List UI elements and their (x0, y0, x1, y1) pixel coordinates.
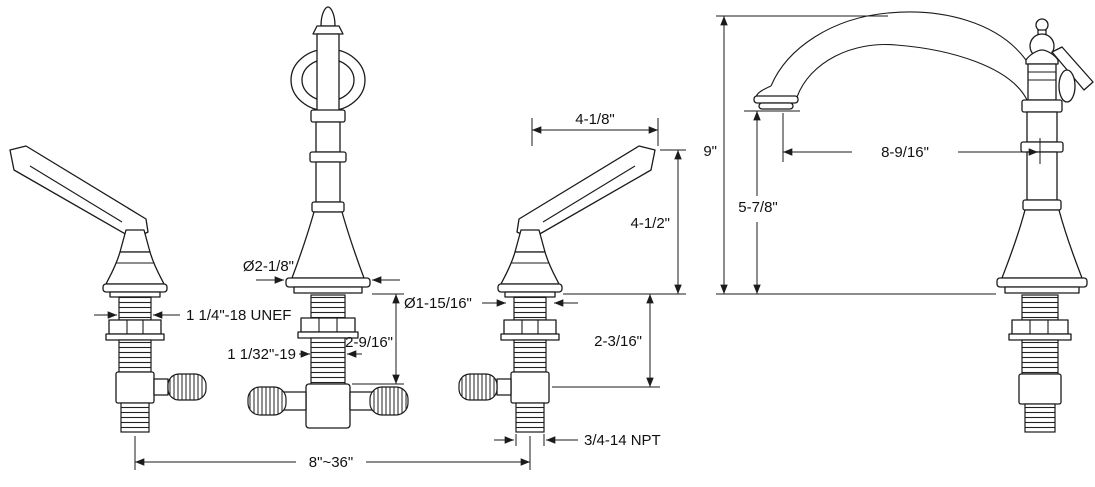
right-shank-threads-upper (513, 296, 547, 321)
right-escutcheon (497, 283, 563, 293)
spout-finial (320, 6, 336, 27)
front-left-handle (9, 145, 207, 433)
dim-label-handle-base-diameter: Ø1-15/16" (404, 295, 472, 312)
body-mounting-nut (1008, 319, 1072, 341)
dim-handle-reach: 4-1/8" (531, 111, 659, 146)
body-base-flange (996, 277, 1088, 288)
dim-label-overall-height: 9" (703, 143, 717, 160)
spout-shank-threads-lower (310, 337, 346, 385)
left-supply-knob (167, 373, 207, 401)
right-supply-knob (458, 373, 498, 401)
dim-overall-height: 9" (703, 15, 996, 295)
dim-label-handle-shank-length: 2-3/16" (594, 333, 642, 350)
front-dimensions: 4-1/8" 4-1/2" Ø2-1/8" 1 1/4"-18 UNEF (94, 111, 686, 471)
right-shank-threads-lower (515, 402, 545, 433)
dim-label-center-thread: 1 1/32"-19 (227, 346, 296, 363)
handle-finial-knob (1035, 18, 1049, 32)
left-bonnet-stem (119, 229, 151, 253)
side-spout (753, 11, 1029, 110)
dim-label-supply-thread-npt: 3/4-14 NPT (584, 432, 661, 449)
spout-base-flange (285, 277, 371, 288)
spout-bell-base (291, 211, 365, 279)
front-view: 4-1/8" 4-1/2" Ø2-1/8" 1 1/4"-18 UNEF (9, 6, 686, 471)
spout-outer-curve (770, 11, 1027, 87)
body-shank-threads-mid (1021, 339, 1059, 375)
dim-handle-base-diameter: Ø1-15/16" (404, 295, 578, 312)
spout-upper-column (316, 33, 340, 113)
spout-left-supply-knob (247, 386, 287, 416)
dim-label-center-shank-length: 2-9/16" (345, 334, 393, 351)
dim-center-thread: 1 1/32"-19 (227, 346, 362, 363)
left-shank-threads-upper (118, 296, 152, 321)
body-bell-base (1001, 209, 1083, 279)
right-mounting-nut (500, 319, 560, 341)
left-valve-body (115, 371, 155, 404)
left-shank-threads-lower (120, 402, 150, 433)
right-bonnet-bell (500, 251, 560, 285)
side-body (996, 49, 1088, 433)
spout-outlet-rim (753, 95, 799, 104)
spout-right-supply-knob (369, 386, 409, 416)
spout-tee-body (305, 383, 351, 429)
spout-inner-curve (796, 43, 1029, 103)
body-valve-section (1018, 373, 1062, 405)
side-view: 9" 5-7/8" 8-9/16" (703, 11, 1094, 433)
spout-shank-threads-upper (310, 294, 346, 319)
dim-base-diameter: Ø2-1/8" (243, 258, 400, 284)
dim-spout-outlet-height: 5-7/8" (738, 110, 800, 294)
dim-label-handle-height: 4-1/2" (630, 215, 670, 232)
side-dimensions: 9" 5-7/8" 8-9/16" (703, 15, 1041, 295)
front-right-handle (458, 145, 656, 433)
body-shank-threads-upper (1021, 294, 1059, 321)
right-bonnet-stem (514, 229, 546, 253)
spout-column (315, 121, 341, 153)
dim-label-spout-reach: 8-9/16" (881, 144, 929, 161)
left-lever (9, 145, 149, 240)
dim-center-shank-length: 2-9/16" (345, 293, 404, 385)
dim-shank-thread-unef: 1 1/4"-18 UNEF (94, 307, 291, 324)
left-shank-threads-mid (118, 339, 152, 373)
left-mounting-nut (105, 319, 165, 341)
dim-label-base-diameter: Ø2-1/8" (243, 258, 294, 275)
left-bonnet-bell (105, 251, 165, 285)
right-valve-body (510, 371, 550, 404)
dim-label-spread-range: 8"~36" (309, 454, 353, 471)
spout-mounting-nut (297, 317, 359, 339)
dim-spread-range: 8"~36" (134, 436, 531, 471)
dim-label-handle-reach: 4-1/8" (575, 111, 615, 128)
body-column (1026, 111, 1058, 143)
dim-label-shank-thread-unef: 1 1/4"-18 UNEF (186, 307, 291, 324)
body-top-cap (1025, 49, 1059, 65)
dim-label-spout-outlet-height: 5-7/8" (738, 199, 778, 216)
right-shank-threads-mid (513, 339, 547, 373)
dim-spout-reach: 8-9/16" (782, 113, 1041, 164)
right-lever (516, 145, 656, 240)
front-spout (247, 6, 409, 429)
body-shank-threads-lower (1024, 403, 1056, 433)
dim-handle-height: 4-1/2" (563, 149, 686, 295)
left-escutcheon (102, 283, 168, 293)
dim-handle-shank-length: 2-3/16" (552, 294, 660, 388)
dim-supply-thread-npt: 3/4-14 NPT (494, 432, 661, 449)
